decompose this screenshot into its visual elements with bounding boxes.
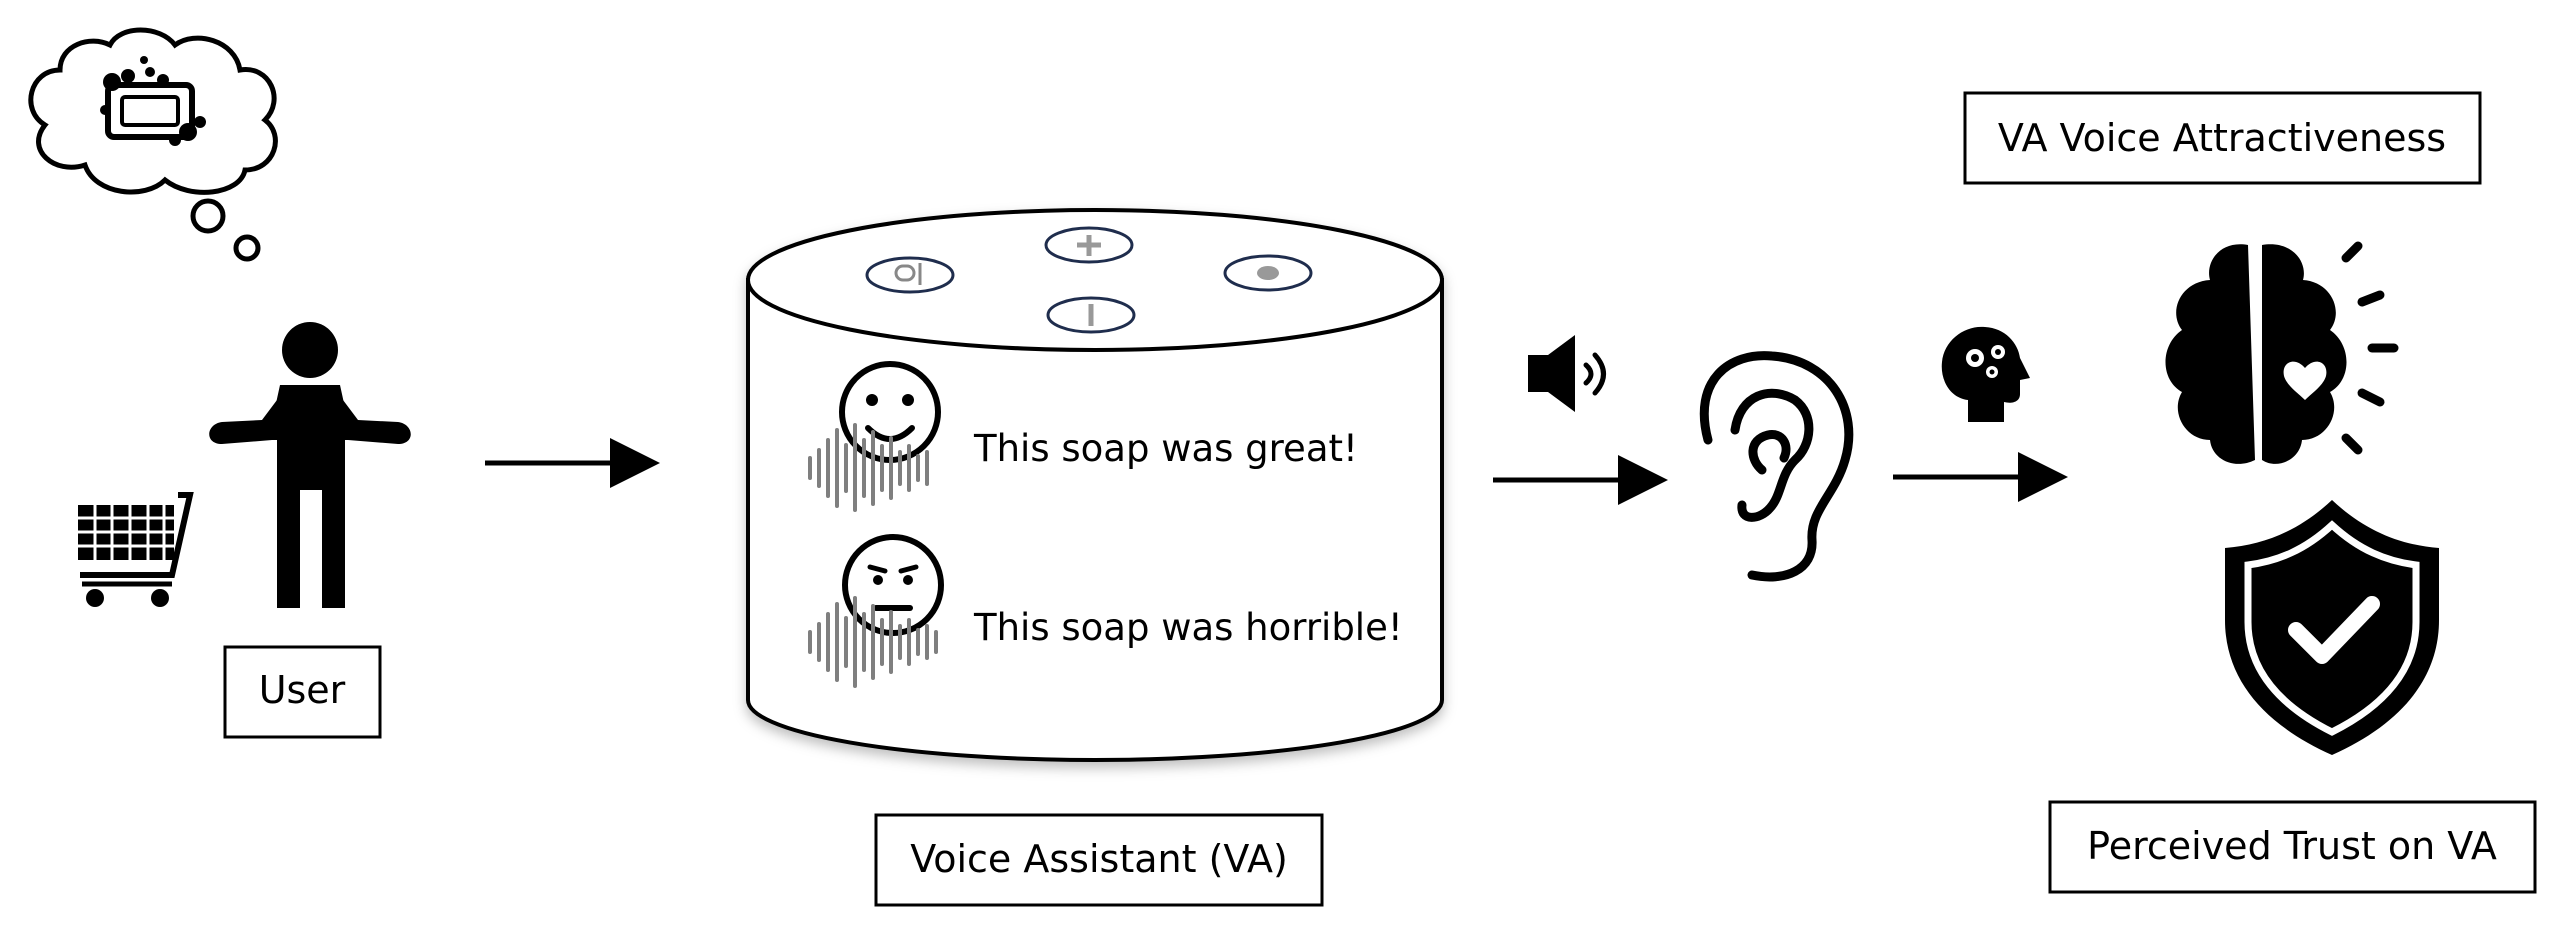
- speaker-icon: [1528, 335, 1606, 412]
- va-voice-attractiveness-label: VA Voice Attractiveness: [1998, 116, 2446, 160]
- va-speech-positive: This soap was great!: [973, 427, 1358, 470]
- shield-check-icon: [2225, 500, 2439, 755]
- user-label-box: User: [223, 645, 382, 739]
- microphone-icon: [865, 256, 955, 294]
- minus-icon: [1046, 296, 1136, 334]
- user-label: User: [259, 668, 346, 712]
- person-shrug-icon: [209, 322, 411, 608]
- sound-wave-icon: [808, 423, 929, 512]
- va-speech-negative: This soap was horrible!: [973, 606, 1403, 649]
- soap-icon: [100, 56, 206, 146]
- voice-assistant-label-box: Voice Assistant (VA): [874, 813, 1324, 907]
- head-gears-icon: [1941, 326, 2030, 422]
- shopping-cart-icon: [78, 492, 194, 607]
- sound-wave-icon: [808, 596, 938, 688]
- va-voice-attractiveness-box: VA Voice Attractiveness: [1963, 91, 2482, 185]
- perceived-trust-box: Perceived Trust on VA: [2048, 800, 2537, 894]
- brain-heart-icon: [2165, 241, 2399, 464]
- perceived-trust-label: Perceived Trust on VA: [2087, 824, 2497, 868]
- voice-assistant-label: Voice Assistant (VA): [910, 837, 1288, 881]
- voice-assistant-device: [746, 208, 1444, 762]
- ear-icon: [1699, 351, 1854, 582]
- action-dot-icon: [1223, 254, 1313, 292]
- plus-icon: [1044, 226, 1134, 264]
- neutral-face-icon: [842, 534, 944, 636]
- thought-bubble-icon: [28, 27, 278, 262]
